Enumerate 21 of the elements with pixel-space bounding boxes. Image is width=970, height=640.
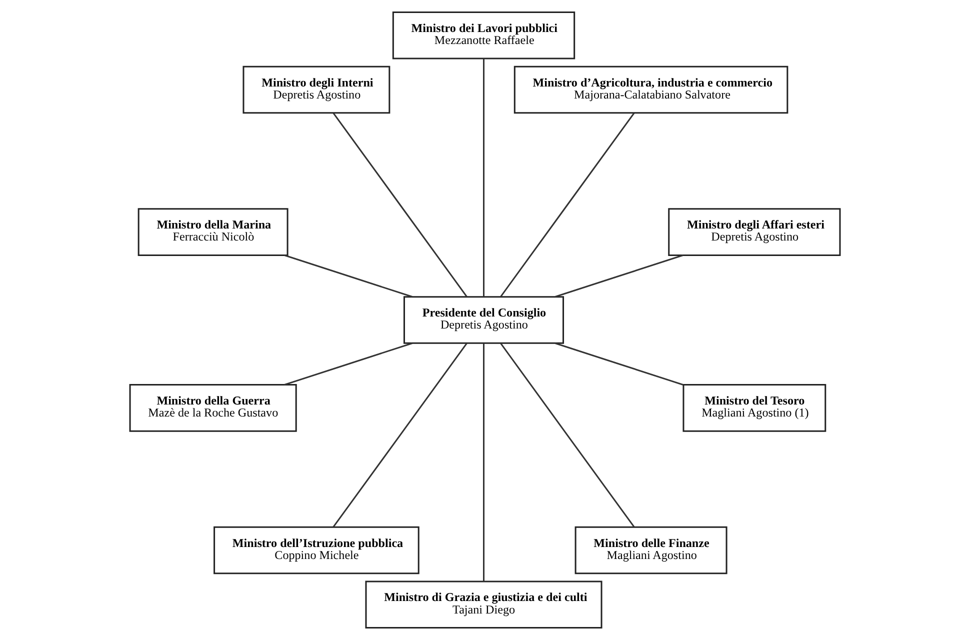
node-box: Ministro della Marina Ferracciù Nicolò [138,208,288,256]
connector [332,112,468,298]
node-box: Ministro dell’Istruzione pubblica Coppino Michele [214,526,420,574]
node-box: Ministro di Grazia e giustizia e dei culti Tajani Diego [365,580,602,629]
connector [483,343,484,582]
node-box: Ministro del Tesoro Magliani Agostino (1) [682,384,826,432]
connector [483,58,484,297]
node-box: Ministro degli Interni Depretis Agostino [242,66,390,114]
node-box: Ministro degli Affari esteri Depretis Agostino [668,208,841,256]
connector [554,254,684,298]
node-box: Ministro d’Agricoltura, industria e commercio Majorana-Calatabiano Salvatore [514,66,788,114]
connector [332,342,468,528]
connector [554,342,684,386]
connector [284,254,412,298]
connector [500,342,635,528]
connector [500,112,635,298]
node-box: Ministro delle Finanze Magliani Agostino [574,526,728,574]
node-box: Ministro della Guerra Mazè de la Roche Gustavo [129,384,297,432]
node-box: Ministro dei Lavori pubblici Mezzanotte Raffaele [392,11,576,60]
connector [284,342,412,386]
node-box: Presidente del Consiglio Depretis Agostino [403,296,564,344]
